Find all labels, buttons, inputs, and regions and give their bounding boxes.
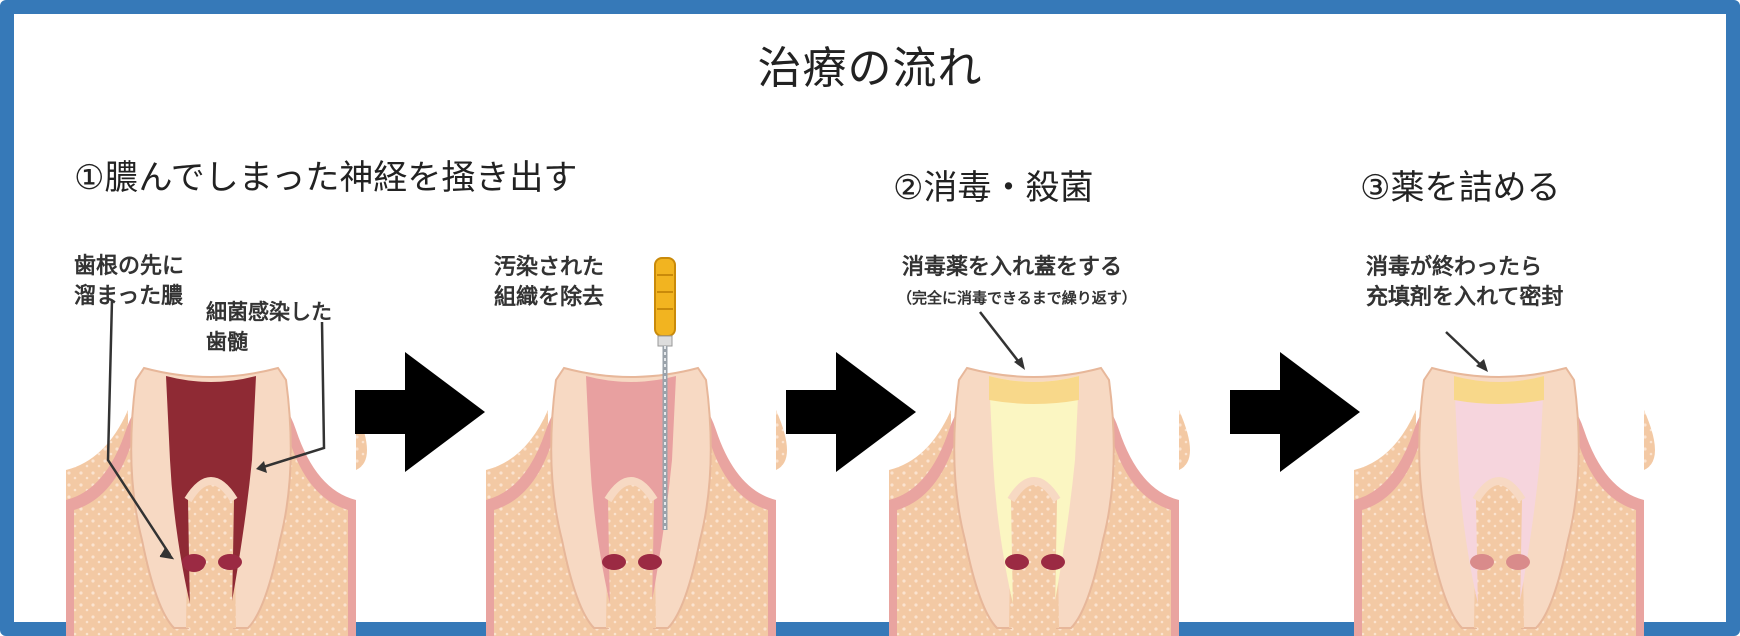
- label-remove-tissue: 汚染された 組織を除去: [494, 255, 605, 310]
- page-title: 治療の流れ: [757, 43, 983, 94]
- step-2-title: ②消毒・殺菌: [893, 168, 1094, 208]
- tooth-filled: [1354, 368, 1655, 636]
- label-seal: 消毒が終わったら 充填剤を入れて密封: [1366, 255, 1564, 310]
- right-arrow-icon: [355, 352, 485, 472]
- pus-pocket-right-3: [1041, 554, 1065, 570]
- pus-pocket-right-2: [638, 554, 662, 570]
- healed-pocket-left: [1470, 554, 1494, 570]
- right-arrow-icon: [786, 352, 916, 472]
- pointer-line-pulp: [259, 321, 326, 470]
- right-arrow-icon: [1230, 352, 1360, 472]
- tooth-cleaning: [486, 368, 787, 636]
- label-pus: 歯根の先に 溜まった膿: [74, 254, 185, 309]
- tooth-disinfect: [889, 368, 1190, 636]
- label-disinfect: 消毒薬を入れ蓋をする: [902, 255, 1123, 280]
- healed-pocket-right: [1506, 554, 1530, 570]
- label-disinfect-note: （完全に消毒できるまで繰り返す）: [897, 289, 1137, 307]
- endodontic-file-icon: [654, 257, 676, 530]
- pus-pocket-left-2: [602, 554, 626, 570]
- pointer-line-pus: [106, 299, 172, 556]
- pus-pocket-left-3: [1005, 554, 1029, 570]
- pointer-line-cap: [979, 311, 1023, 367]
- step-3-title: ③薬を詰める: [1360, 168, 1561, 208]
- pointer-line-filling: [1445, 331, 1485, 369]
- pus-pocket-left: [182, 554, 206, 570]
- label-infected-pulp: 細菌感染した 歯髄: [206, 300, 332, 354]
- pus-pocket-right: [218, 554, 242, 570]
- tooth-infected: [66, 368, 367, 636]
- step-1-title: ①膿んでしまった神経を掻き出す: [74, 158, 578, 198]
